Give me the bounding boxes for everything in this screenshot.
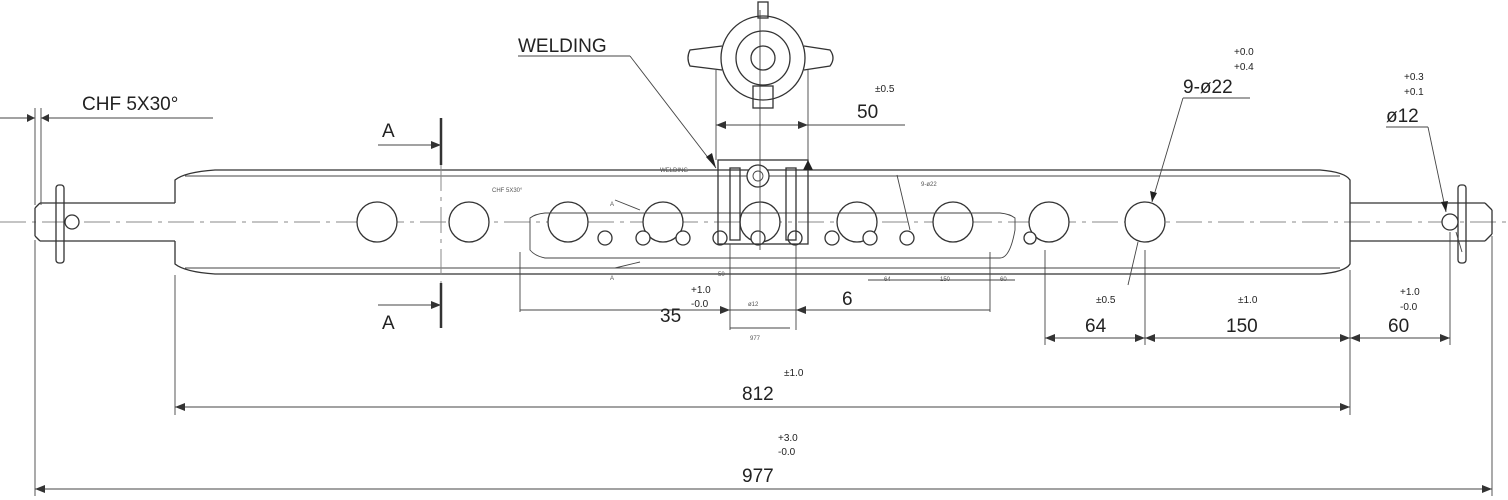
right-pin — [1350, 184, 1493, 264]
section-a-marker — [378, 118, 443, 328]
dim-chain-bottom — [1044, 232, 1451, 345]
pin-hole-left — [64, 214, 80, 230]
dim-35-tol-upper: +1.0 — [691, 285, 711, 296]
large-hole — [356, 201, 398, 243]
holes-leader — [1127, 97, 1250, 286]
large-hole — [932, 201, 974, 243]
large-hole — [1028, 201, 1070, 243]
dim-50-tol: ±0.5 — [875, 84, 895, 95]
holes-label: 9-ø22 — [1183, 77, 1233, 98]
dim-977-tol-upper: +3.0 — [778, 433, 798, 444]
inset-welding: WELDING — [660, 168, 688, 174]
large-holes — [356, 201, 1166, 243]
holes-tol-upper: +0.0 — [1234, 47, 1254, 58]
dim-977-tol-lower: -0.0 — [778, 447, 796, 458]
welding-label: WELDING — [518, 36, 607, 57]
dim-35-6 — [690, 244, 840, 330]
chamfer-callout — [0, 108, 213, 205]
pin-tol-lower: +0.1 — [1404, 87, 1424, 98]
large-hole — [448, 201, 490, 243]
dim-64-tol: ±0.5 — [1096, 295, 1116, 306]
dim-60-tol-lower: -0.0 — [1400, 302, 1418, 313]
dim-6-value: 6 — [842, 289, 853, 310]
section-a-bottom-label: A — [382, 313, 395, 334]
pin-hole-label: ø12 — [1386, 106, 1419, 127]
dim-50 — [716, 121, 905, 129]
inset-dim-60: 60 — [1000, 277, 1007, 283]
dim-812-value: 812 — [742, 384, 774, 405]
section-a-top-label: A — [382, 121, 395, 142]
inset-dim-150: 150 — [940, 277, 951, 283]
holes-tol-lower: +0.4 — [1234, 62, 1254, 73]
inset-dim-22: 9-ø22 — [921, 182, 937, 188]
inset-drawing: WELDING CHF 5X30° A A 64 150 60 50 ø12 9… — [492, 168, 1037, 342]
left-pin — [34, 184, 175, 264]
chamfer-label: CHF 5X30° — [82, 94, 178, 115]
inset-dim-977: 977 — [750, 336, 761, 342]
dim-35-value: 35 — [660, 306, 681, 327]
pin-hole-right — [1441, 213, 1459, 231]
dim-812-tol: ±1.0 — [784, 368, 804, 379]
dim-977 — [34, 236, 1493, 496]
large-hole — [547, 201, 589, 243]
dim-64-value: 64 — [1085, 316, 1107, 337]
dim-50-value: 50 — [857, 102, 878, 123]
welding-leader — [518, 55, 813, 170]
inset-chamfer: CHF 5X30° — [492, 188, 523, 194]
dim-150-tol: ±1.0 — [1238, 295, 1258, 306]
dim-60-value: 60 — [1388, 316, 1409, 337]
top-pivot — [687, 1, 834, 160]
inset-a2: A — [610, 276, 614, 282]
pin-hole-leader — [1386, 126, 1463, 253]
dim-150-value: 150 — [1226, 316, 1258, 337]
inset-dim-64: 64 — [884, 277, 891, 283]
large-hole — [642, 201, 684, 243]
dim-60-tol-upper: +1.0 — [1400, 287, 1420, 298]
inset-dim-50: 50 — [718, 272, 725, 278]
large-hole — [1124, 201, 1166, 243]
inset-a1: A — [610, 202, 614, 208]
pin-tol-upper: +0.3 — [1404, 72, 1424, 83]
dim-812 — [174, 275, 1351, 415]
dim-977-value: 977 — [742, 466, 774, 487]
dim-35-tol-lower: -0.0 — [691, 299, 709, 310]
inset-dim-12: ø12 — [748, 302, 759, 308]
welded-bracket — [717, 10, 809, 250]
